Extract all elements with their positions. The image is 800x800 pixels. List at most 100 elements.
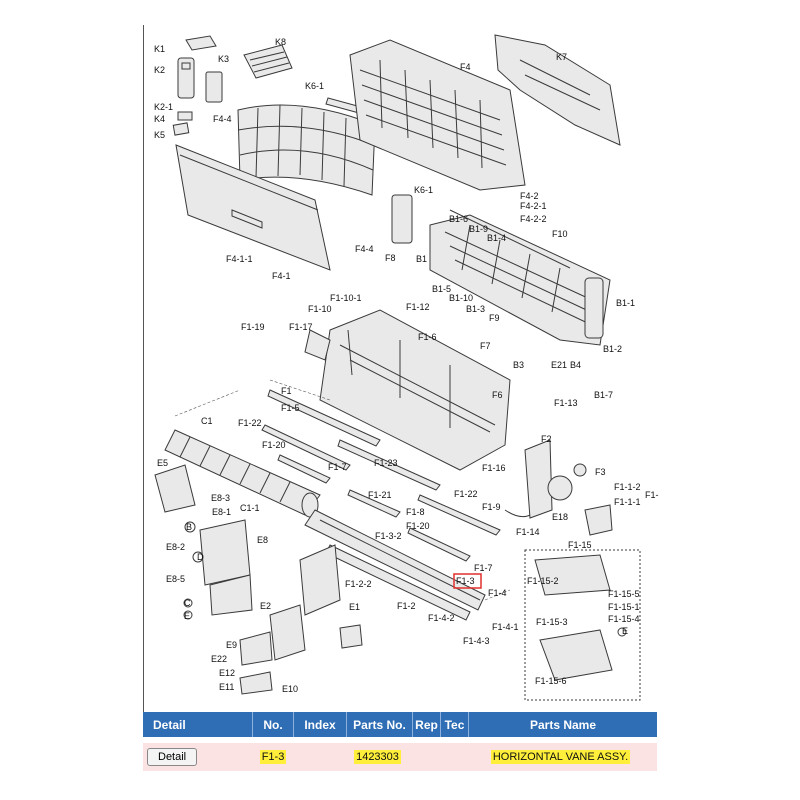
part-label-f1-14: F1-14 [516,527,540,537]
swing-motor-part [524,549,641,701]
part-label-e18: E18 [552,512,568,522]
cell-parts-no: 1423303 [345,743,410,771]
mounting-plate-part [494,34,621,146]
cell-rep [410,743,437,771]
pcb-assembly-part [239,544,363,695]
part-labels: K1K2K3K8K2-1K4K5K6-1F4-4F4K7K6-1F4-2F4-2… [154,37,659,694]
part-label-f1-4-1: F1-4-1 [492,622,519,632]
part-label-e21: E21 [551,360,567,370]
part-label-k7: K7 [556,52,567,62]
fan-motor-part [504,439,613,536]
part-label-e8-1: E8-1 [212,507,231,517]
part-label-f1-13: F1-13 [554,398,578,408]
main-chassis-part [304,309,511,471]
part-label-f1x: F1- [645,490,659,500]
part-label-f1-7b: F1-7 [474,563,493,573]
part-label-c1-1: C1-1 [240,503,260,513]
part-label-f1-23: F1-23 [374,458,398,468]
part-label-e8-3: E8-3 [211,493,230,503]
part-label-f1-2: F1-2 [397,601,416,611]
part-label-f1-8: F1-8 [406,507,425,517]
header-parts-no: Parts No. [347,712,413,737]
header-no: No. [253,712,294,737]
part-label-f1-20b: F1-20 [406,521,430,531]
part-label-c: C [184,598,191,608]
part-label-b4: B4 [570,360,581,370]
header-tec: Tec [441,712,469,737]
part-label-e: E [184,611,190,621]
header-parts-name: Parts Name [529,717,597,732]
detail-button[interactable]: Detail [147,748,198,766]
part-label-b: B [186,522,192,532]
part-label-f1-22b: F1-22 [454,489,478,499]
table-row: Detail F1-3 1423303 HORIZONTAL VANE ASSY… [143,743,657,771]
part-label-f4-2: F4-2 [520,191,539,201]
part-label-f3: F3 [595,467,606,477]
part-label-f7a: F7 [480,341,491,351]
part-label-f10: F10 [552,229,568,239]
part-label-f1-3-2: F1-3-2 [375,531,402,541]
part-label-f9: F9 [489,313,500,323]
part-label-e8-5: E8-5 [166,574,185,584]
front-panel-part [175,144,331,271]
control-box-part [154,464,253,620]
air-filter-part [237,104,376,196]
parts-table: Detail No. Index Parts No. Rep Tec Parts… [143,712,657,771]
cell-index [293,743,345,771]
part-label-e8: E8 [257,535,268,545]
part-label-f1-10-1: F1-10-1 [330,293,362,303]
part-label-f1-2-2: F1-2-2 [345,579,372,589]
part-label-b1-4: B1-4 [487,233,506,243]
remote-control-part [172,35,293,136]
vane-strip-parts [261,389,501,562]
part-label-f1-1-2: F1-1-2 [614,482,641,492]
part-label-f8: F8 [385,253,396,263]
leader-lines [174,379,511,601]
part-label-f4-4b: F4-4 [355,244,374,254]
part-label-k1: K1 [154,44,165,54]
part-label-f1-15-5: F1-15-5 [608,589,640,599]
part-label-b1-2: B1-2 [603,344,622,354]
part-label-k6-1b: K6-1 [414,185,433,195]
table-header: Detail No. Index Parts No. Rep Tec Parts… [143,712,657,737]
part-label-f1-20a: F1-20 [262,440,286,450]
header-index: Index [294,712,347,737]
part-label-b1-6: B1-6 [449,214,468,224]
part-label-f1-15-1: F1-15-1 [608,602,640,612]
part-label-f1-4-2: F1-4-2 [428,613,455,623]
part-label-e5: E5 [157,458,168,468]
part-label-f4-1-1: F4-1-1 [226,254,253,264]
part-label-b1-7: B1-7 [594,390,613,400]
part-label-e9: E9 [226,640,237,650]
header-detail: Detail [143,712,253,737]
part-label-f1-15: F1-15 [568,540,592,550]
part-label-f6: F6 [492,390,503,400]
part-label-f1-6: F1-6 [418,332,437,342]
part-label-b1-10: B1-10 [449,293,473,303]
part-label-f1-10: F1-10 [308,304,332,314]
diagram-left-border [143,25,144,713]
part-label-f1-15-6: F1-15-6 [535,676,567,686]
parts-name-value: HORIZONTAL VANE ASSY. [490,750,631,764]
part-label-f1-17: F1-17 [289,322,313,332]
part-label-k5: K5 [154,130,165,140]
part-label-f1-15-3: F1-15-3 [536,617,568,627]
part-label-f1-22a: F1-22 [238,418,262,428]
heat-exchanger-part [429,209,611,346]
part-label-k8: K8 [275,37,286,47]
part-label-f4-1: F4-1 [272,271,291,281]
part-label-k6-1: K6-1 [305,81,324,91]
cell-no: F1-3 [253,743,293,771]
part-number-value: F1-3 [259,750,287,764]
part-label-b1-9: B1-9 [469,224,488,234]
cell-tec [437,743,464,771]
part-label-e22: E22 [211,654,227,664]
part-label-eb: E [622,626,628,636]
part-label-b3: B3 [513,360,524,370]
cell-parts-name: HORIZONTAL VANE ASSY. [464,743,657,771]
part-label-f1-16: F1-16 [482,463,506,473]
header-rep: Rep [413,712,441,737]
part-label-b1-5: B1-5 [432,284,451,294]
selected-part-highlight [453,573,482,589]
